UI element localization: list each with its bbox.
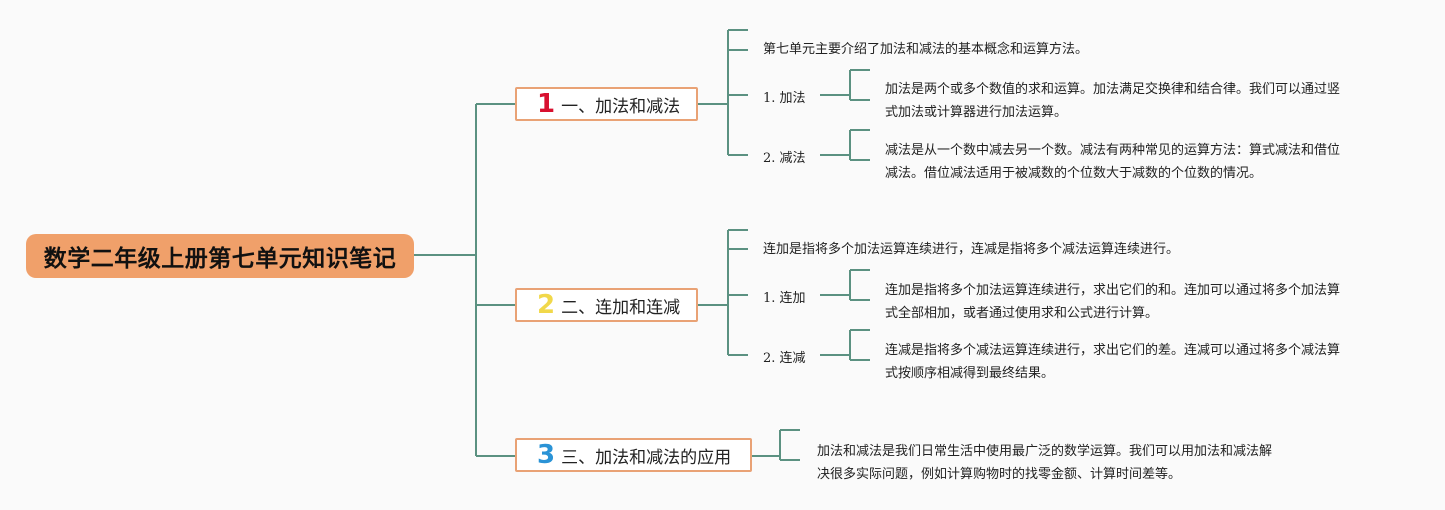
text-line: 连加是指将多个加法运算连续进行，求出它们的和。连加可以通过将多个加法算 (885, 283, 1341, 298)
topic-2-intro[interactable]: 连加是指将多个加法运算连续进行，连减是指将多个减法运算连续进行。 (763, 242, 1180, 257)
text-line: 减法是从一个数中减去另一个数。减法有两种常见的运算方法：算式减法和借位 (885, 143, 1341, 158)
topic-1-intro[interactable]: 第七单元主要介绍了加法和减法的基本概念和运算方法。 (763, 42, 1089, 57)
text-line: 加法是两个或多个数值的求和运算。加法满足交换律和结合律。我们可以通过竖 (885, 82, 1341, 97)
number-2-icon: 2 (537, 290, 556, 320)
topic-label: 二、连加和连减 (561, 297, 681, 318)
subtopic-subtraction-text[interactable]: 减法是从一个数中减去另一个数。减法有两种常见的运算方法：算式减法和借位 减法。借… (885, 139, 1340, 185)
number-1-icon: 1 (537, 89, 556, 119)
topic-node-2[interactable]: 2 二、连加和连减 (515, 288, 698, 322)
text-line: 式全部相加，或者通过使用求和公式进行计算。 (885, 306, 1159, 321)
topic-label: 三、加法和减法的应用 (561, 447, 732, 468)
topic-3-text[interactable]: 加法和减法是我们日常生活中使用最广泛的数学运算。我们可以用加法和减法解 决很多实… (817, 440, 1272, 486)
text-line: 加法和减法是我们日常生活中使用最广泛的数学运算。我们可以用加法和减法解 (817, 444, 1273, 459)
subtopic-consecutive-subtraction[interactable]: 2. 连减 (763, 351, 806, 366)
text-line: 连减是指将多个减法运算连续进行，求出它们的差。连减可以通过将多个减法算 (885, 343, 1341, 358)
topic-label: 一、加法和减法 (561, 96, 681, 117)
topic-node-1[interactable]: 1 一、加法和减法 (515, 87, 698, 121)
subtopic-subtraction[interactable]: 2. 减法 (763, 151, 806, 166)
subtopic-consecutive-addition-text[interactable]: 连加是指将多个加法运算连续进行，求出它们的和。连加可以通过将多个加法算 式全部相… (885, 279, 1340, 325)
text-line: 式按顺序相减得到最终结果。 (885, 366, 1055, 381)
root-node[interactable]: 数学二年级上册第七单元知识笔记 (26, 234, 414, 278)
number-3-icon: 3 (537, 440, 556, 470)
subtopic-addition[interactable]: 1. 加法 (763, 91, 806, 106)
text-line: 减法。借位减法适用于被减数的个位数大于减数的个位数的情况。 (885, 166, 1263, 181)
text-line: 决很多实际问题，例如计算购物时的找零金额、计算时间差等。 (817, 467, 1182, 482)
text-line: 式加法或计算器进行加法运算。 (885, 105, 1068, 120)
subtopic-consecutive-subtraction-text[interactable]: 连减是指将多个减法运算连续进行，求出它们的差。连减可以通过将多个减法算 式按顺序… (885, 339, 1340, 385)
topic-node-3[interactable]: 3 三、加法和减法的应用 (515, 438, 752, 472)
subtopic-consecutive-addition[interactable]: 1. 连加 (763, 291, 806, 306)
root-title: 数学二年级上册第七单元知识笔记 (43, 246, 397, 272)
subtopic-addition-text[interactable]: 加法是两个或多个数值的求和运算。加法满足交换律和结合律。我们可以通过竖 式加法或… (885, 78, 1340, 124)
